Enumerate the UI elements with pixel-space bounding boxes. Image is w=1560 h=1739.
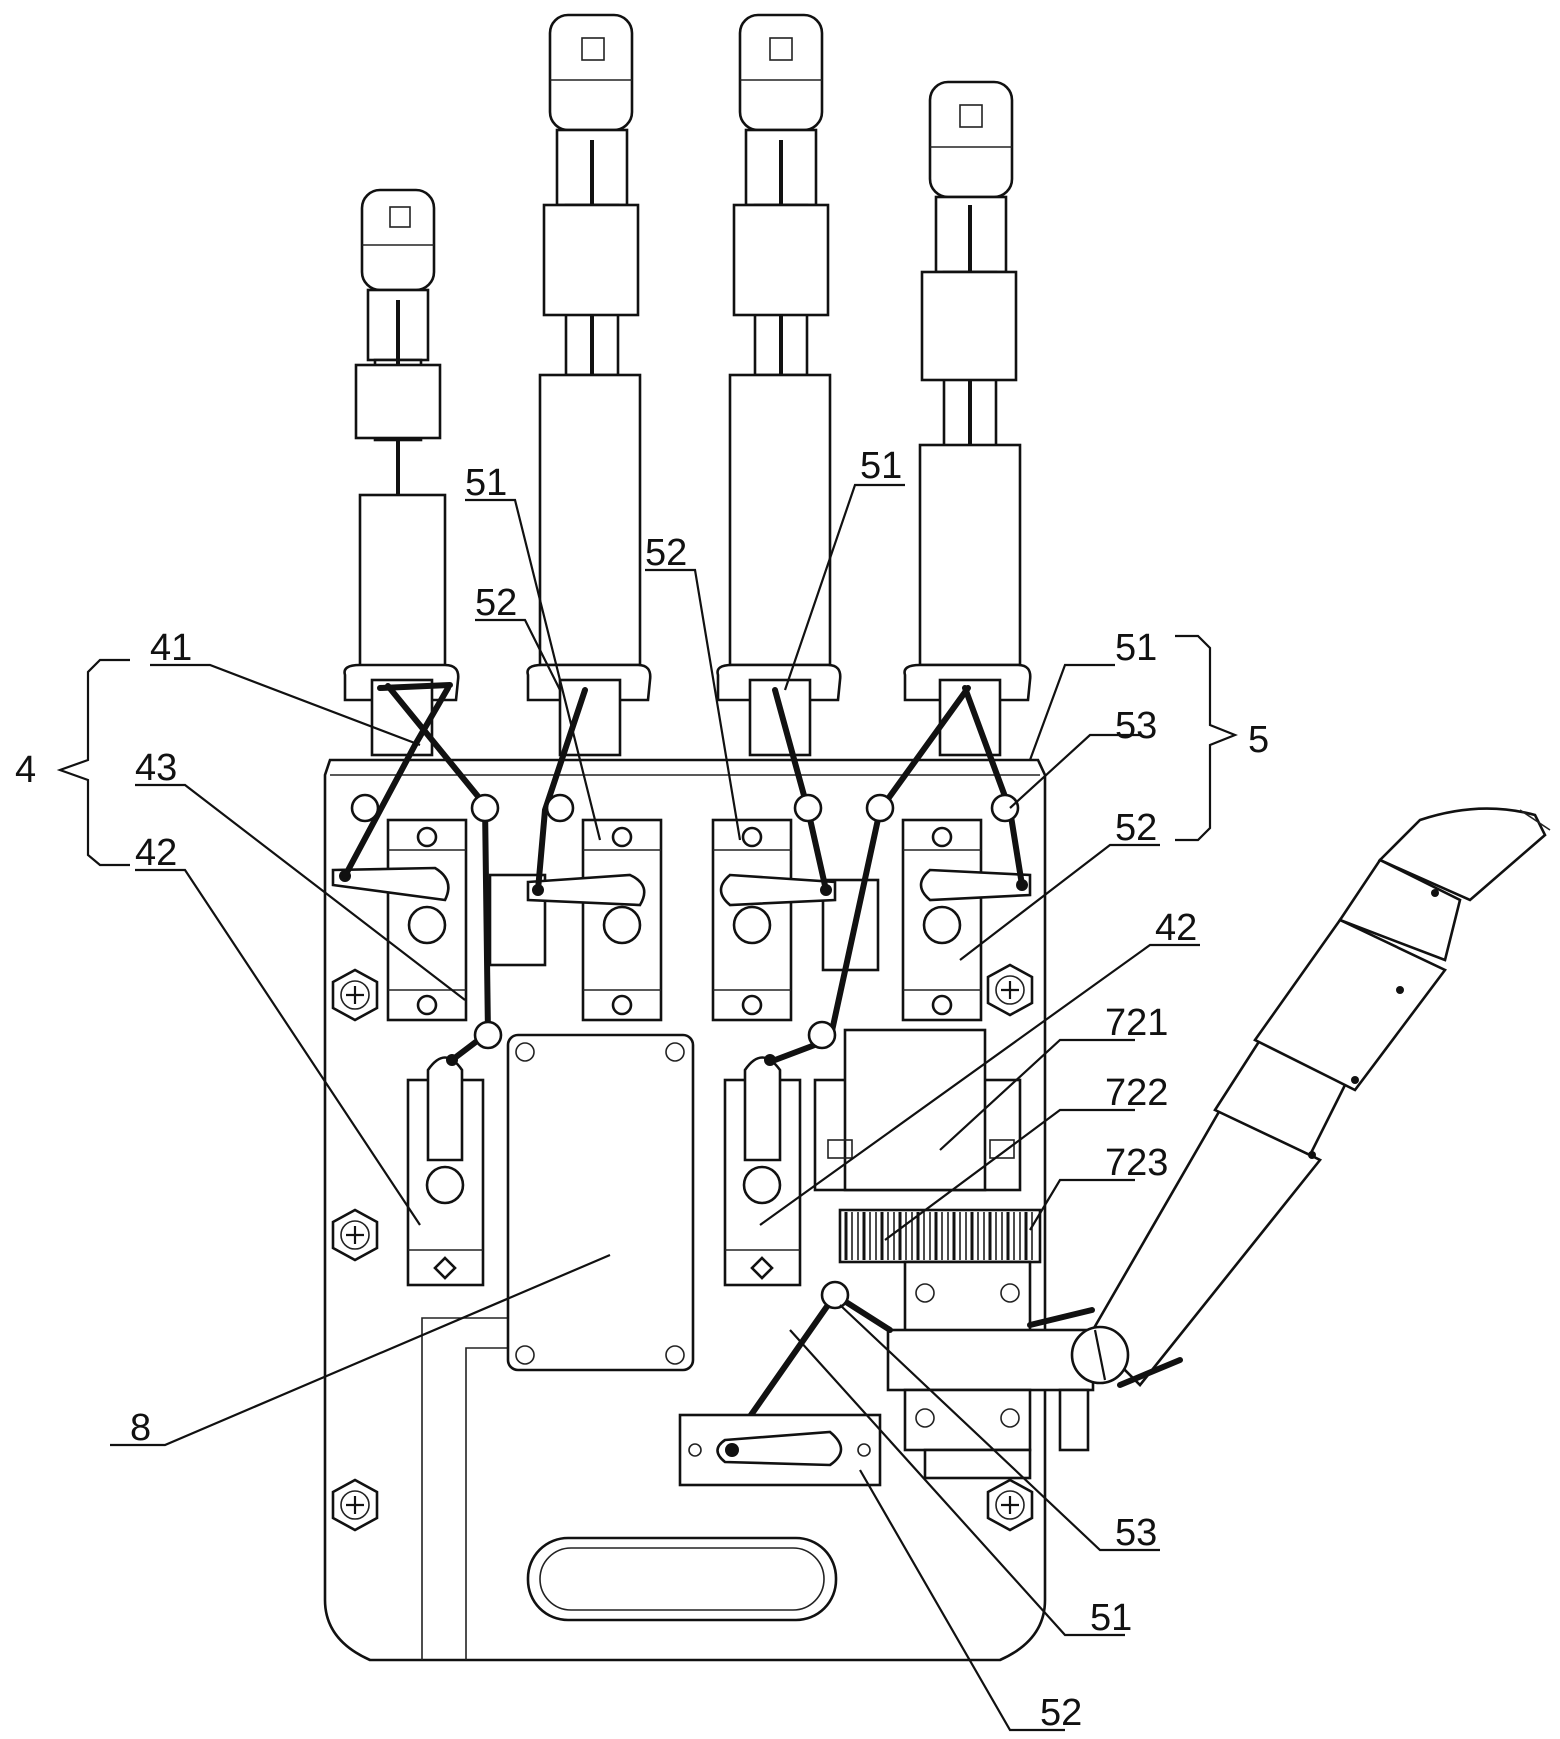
label-52-d: 52 — [1040, 1692, 1082, 1734]
label-53-b: 53 — [1115, 1512, 1157, 1554]
label-51-c: 51 — [1115, 627, 1157, 669]
label-41: 41 — [150, 627, 192, 669]
label-52-c: 52 — [1115, 807, 1157, 849]
label-8: 8 — [130, 1407, 151, 1449]
label-52-a: 52 — [475, 582, 517, 624]
servo-lower-left — [406, 1054, 485, 1287]
label-721: 721 — [1105, 1002, 1168, 1044]
control-board — [506, 1033, 695, 1372]
label-723: 723 — [1105, 1142, 1168, 1184]
screw-icon — [986, 1478, 1034, 1532]
servo-upper-4 — [901, 818, 1032, 1022]
thumb-mount — [886, 1260, 1095, 1480]
leader-lines — [110, 483, 1200, 1732]
screw-icon — [331, 968, 379, 1022]
label-51-a: 51 — [465, 462, 507, 504]
label-51-d: 51 — [1090, 1597, 1132, 1639]
reference-labels: 41 43 42 4 51 52 52 51 51 53 5 52 42 721… — [15, 445, 1269, 1734]
palm-slot — [526, 1536, 838, 1622]
servo-upper-3 — [711, 818, 880, 1022]
label-51-b: 51 — [860, 445, 902, 487]
finger-middle — [526, 13, 652, 757]
finger-index — [343, 188, 460, 757]
pulleys — [350, 793, 1020, 1310]
thumb-gear-722-723 — [838, 1208, 1042, 1264]
screw-icon — [986, 963, 1034, 1017]
finger-little — [903, 80, 1032, 757]
label-5: 5 — [1248, 719, 1269, 761]
label-53-a: 53 — [1115, 705, 1157, 747]
label-52-b: 52 — [645, 532, 687, 574]
screw-icon — [331, 1208, 379, 1262]
label-722: 722 — [1105, 1072, 1168, 1114]
brace-group-5 — [1175, 634, 1238, 842]
servo-lower-right — [723, 1054, 802, 1287]
finger-ring — [716, 13, 842, 757]
thumb-finger — [1070, 807, 1551, 1387]
brace-group-4 — [56, 658, 130, 867]
servo-thumb-tendon — [678, 1413, 882, 1487]
label-42-right: 42 — [1155, 907, 1197, 949]
label-42-left: 42 — [135, 832, 177, 874]
palm-screws — [331, 963, 1034, 1532]
label-43: 43 — [135, 747, 177, 789]
label-4: 4 — [15, 749, 36, 791]
screw-icon — [331, 1478, 379, 1532]
